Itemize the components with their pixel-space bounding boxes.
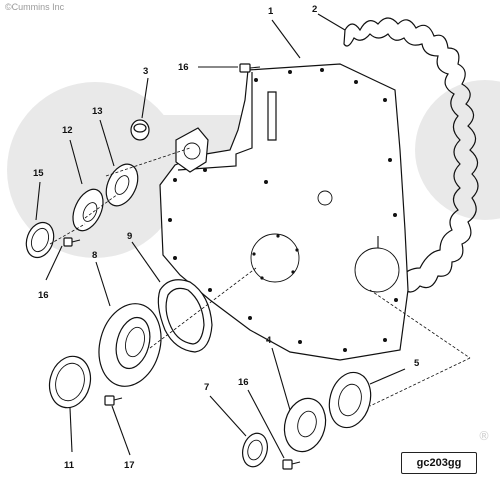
- plug-part-3: [130, 119, 150, 141]
- bolt-part-16-left: [63, 237, 81, 247]
- callout-12: 12: [62, 125, 73, 136]
- gasket-part-2: [343, 17, 479, 293]
- seal-part-7: [242, 432, 268, 468]
- alignment-lines: [49, 147, 471, 407]
- callout-15: 15: [33, 168, 44, 179]
- seal-part-15: [25, 221, 55, 259]
- leader-lines: [35, 13, 406, 459]
- registered-mark: ®: [478, 429, 490, 443]
- callout-11: 11: [64, 460, 75, 471]
- figure-reference-box: gc203gg: [401, 452, 477, 474]
- bolt-part-16-bottom: [282, 459, 301, 470]
- gasket-part-13: [105, 163, 139, 207]
- callout-7: 7: [204, 382, 209, 393]
- housing-part-8: [98, 303, 162, 387]
- flange-part-4: [283, 397, 327, 453]
- callout-3: 3: [143, 66, 148, 77]
- callout-17: 17: [124, 460, 135, 471]
- copyright-text: ©Cummins Inc: [5, 2, 65, 12]
- bolt-part-17: [104, 395, 123, 406]
- bolt-part-16-top: [239, 63, 261, 73]
- gasket-part-5: [328, 371, 372, 429]
- gasket-part-9: [157, 279, 213, 353]
- callout-5: 5: [414, 358, 420, 369]
- callout-13: 13: [92, 106, 103, 117]
- callout-labels: 1 2 3 16 13 12 15 9 8 16 4 5 7 16 11 17: [33, 4, 420, 471]
- cover-plate-part-1: [159, 63, 409, 361]
- callout-2: 2: [312, 4, 317, 15]
- callout-4: 4: [266, 335, 272, 346]
- callout-16-top: 16: [178, 62, 189, 73]
- callout-9: 9: [127, 231, 132, 242]
- figure-reference-label: gc203gg: [416, 457, 462, 469]
- callout-1: 1: [268, 6, 274, 17]
- callout-8: 8: [92, 250, 97, 261]
- upper-adapter-flange: [175, 127, 209, 173]
- callout-16-left: 16: [38, 290, 49, 301]
- callout-16-bottom: 16: [238, 377, 249, 388]
- seal-part-11: [48, 355, 92, 409]
